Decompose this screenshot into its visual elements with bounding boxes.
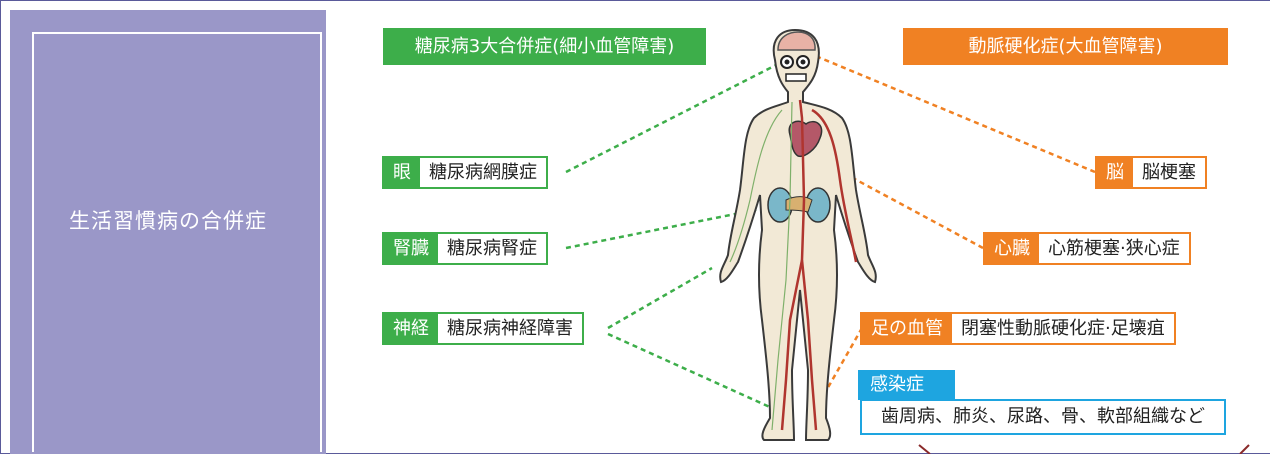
- item-nerve-text: 糖尿病神経障害: [438, 314, 582, 343]
- item-kidney: 腎臓 糖尿病腎症: [382, 232, 548, 265]
- item-heart-tag: 心臓: [985, 234, 1039, 263]
- item-eye-tag: 眼: [384, 158, 420, 187]
- item-brain-tag: 脳: [1097, 158, 1133, 187]
- connector-nerve-leg: [608, 334, 772, 408]
- item-nerve-tag: 神経: [384, 314, 438, 343]
- item-eye-text: 糖尿病網膜症: [420, 158, 546, 187]
- item-heart: 心臓 心筋梗塞·狭心症: [983, 232, 1191, 265]
- item-brain: 脳 脳梗塞: [1095, 156, 1207, 189]
- item-eye: 眼 糖尿病網膜症: [382, 156, 548, 189]
- item-kidney-tag: 腎臓: [384, 234, 438, 263]
- infection-tag: 感染症: [858, 370, 955, 400]
- item-brain-text: 脳梗塞: [1133, 158, 1205, 187]
- item-leg-vessel: 足の血管 閉塞性動脈硬化症·足壊疽: [860, 312, 1176, 345]
- item-heart-text: 心筋梗塞·狭心症: [1039, 234, 1189, 263]
- item-leg-vessel-tag: 足の血管: [862, 314, 952, 343]
- body-silhouette: [720, 30, 876, 440]
- infection-text: 歯周病、肺炎、尿路、骨、軟部組織など: [860, 399, 1226, 435]
- teeth: [786, 74, 806, 81]
- item-leg-vessel-text: 閉塞性動脈硬化症·足壊疽: [952, 314, 1174, 343]
- connector-nerve-arm: [608, 268, 712, 328]
- item-nerve: 神経 糖尿病神経障害: [382, 312, 584, 345]
- item-kidney-text: 糖尿病腎症: [438, 234, 546, 263]
- decor-mark-right: [1240, 445, 1249, 454]
- decor-mark-left: [919, 445, 930, 454]
